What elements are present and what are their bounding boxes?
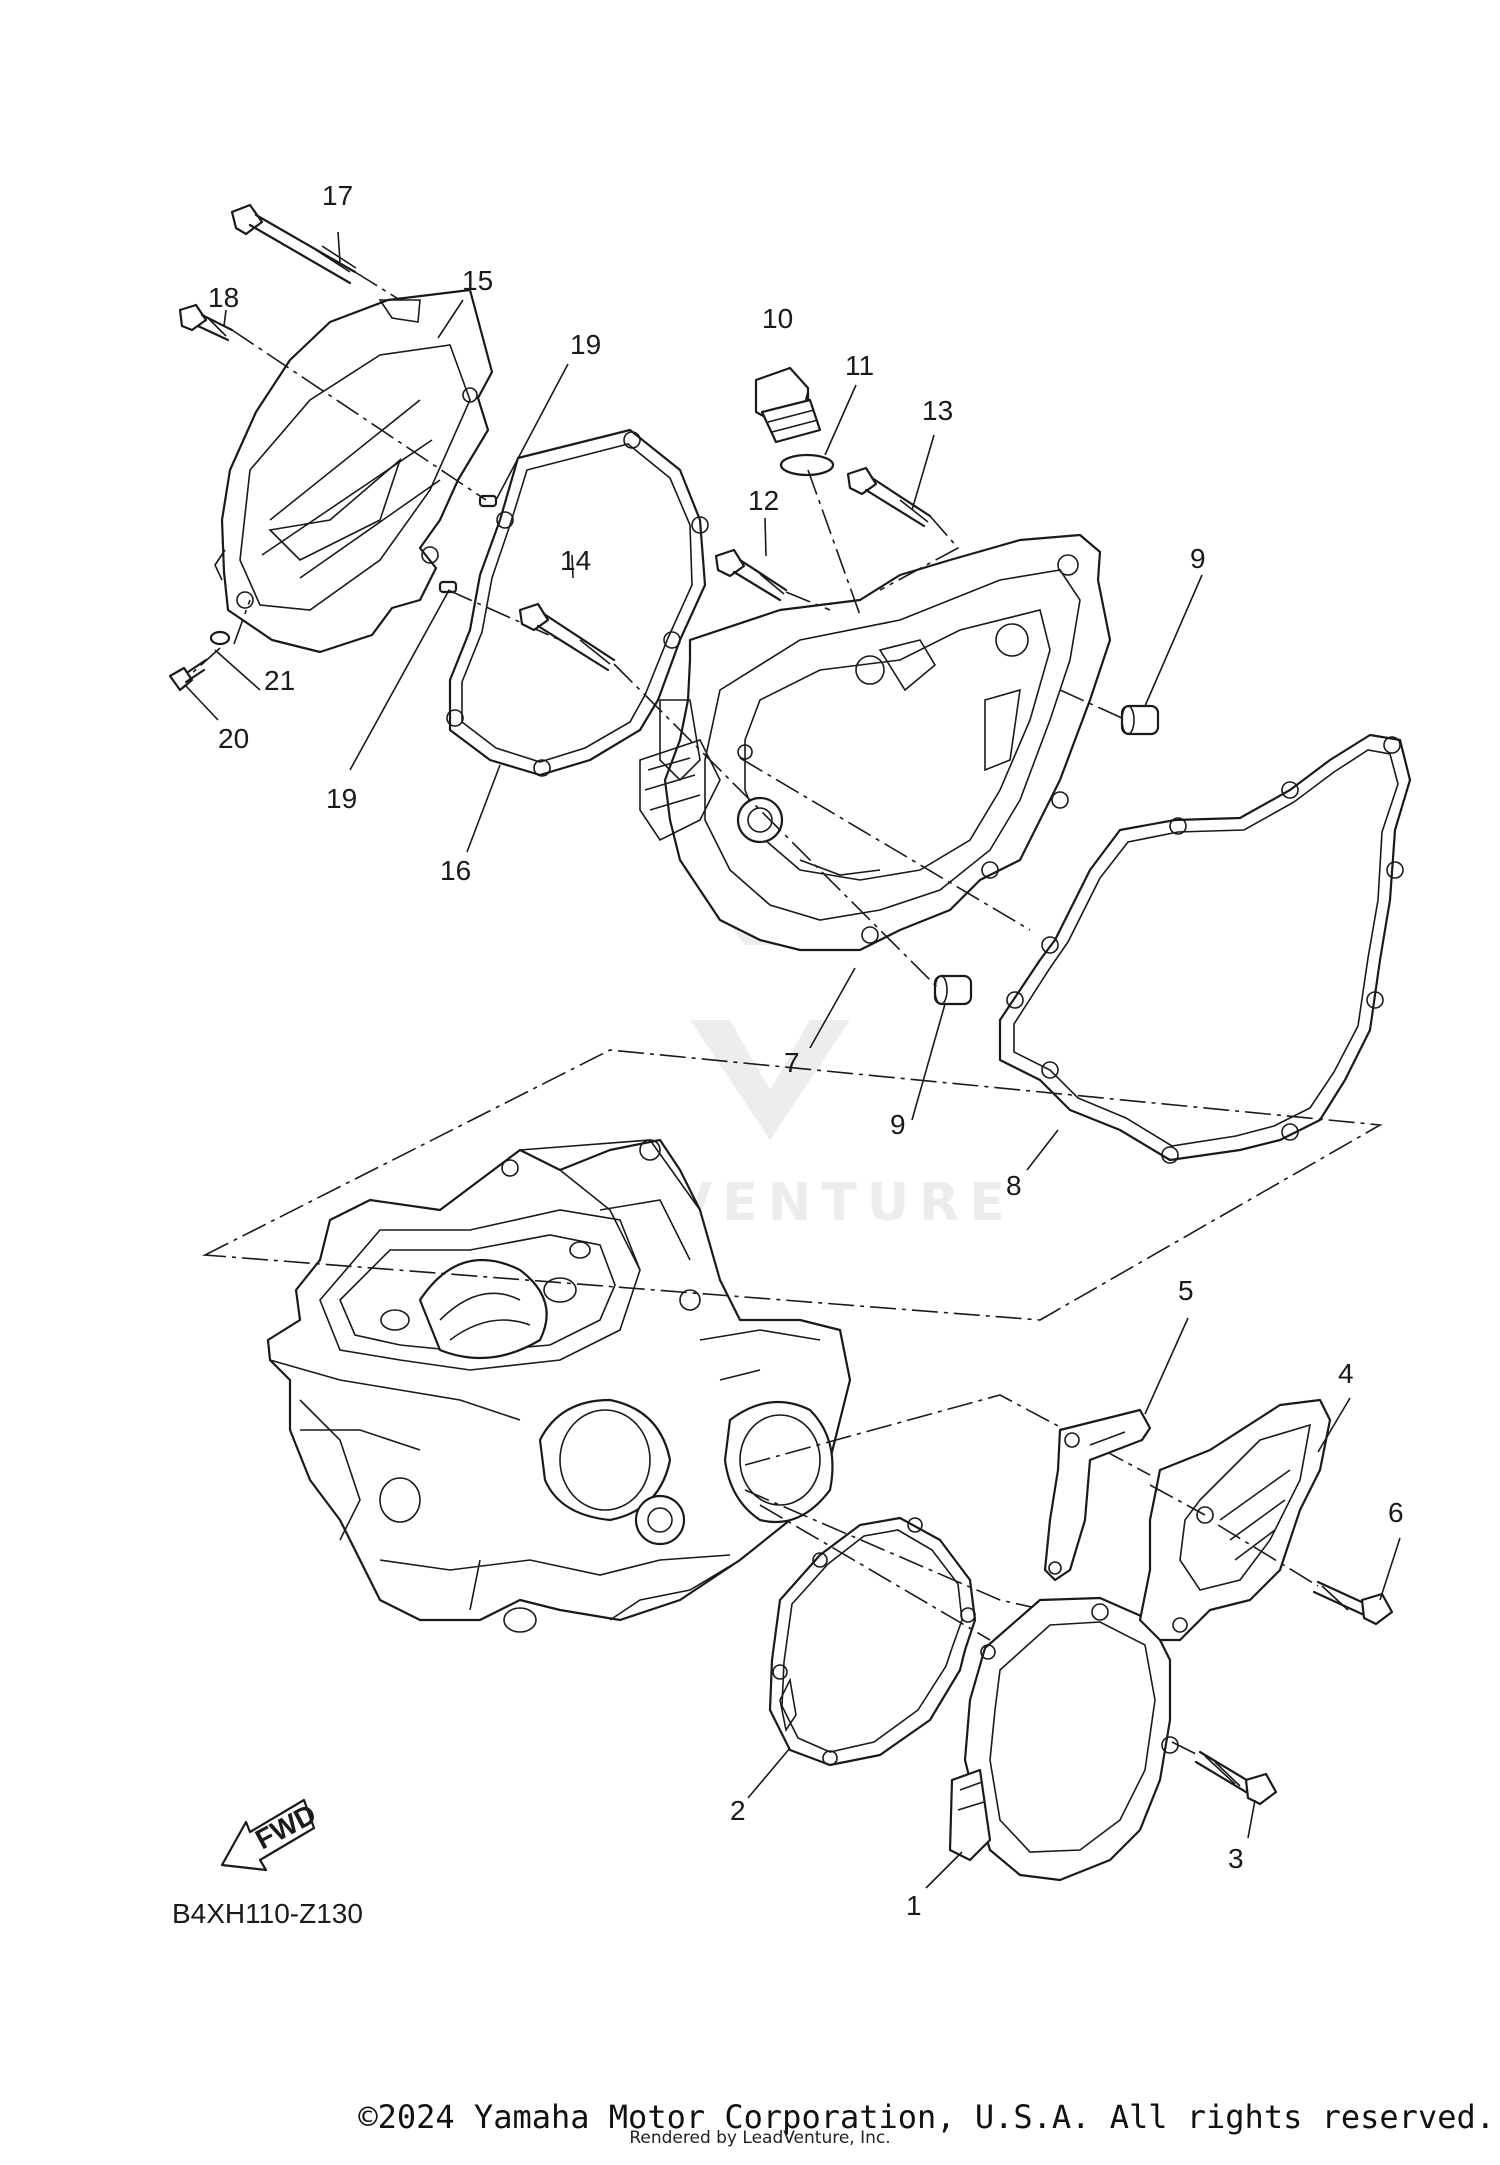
assembly-lines-right [613, 469, 1123, 991]
callout-18: 18 [208, 282, 239, 313]
callout-11: 11 [845, 350, 874, 381]
part-19-dowel-pins[interactable] [438, 494, 498, 594]
callout-9-top: 9 [1190, 543, 1206, 574]
callout-16: 16 [440, 855, 471, 886]
part-1-crankcase-cover[interactable] [948, 1596, 1179, 1882]
fwd-label: FWD [250, 1798, 321, 1855]
callout-9-bottom: 9 [890, 1109, 906, 1140]
part-3-bolt[interactable] [1171, 1741, 1278, 1806]
part-13-bolt[interactable] [846, 466, 932, 528]
part-21-washer[interactable] [209, 630, 231, 646]
callout-10: 10 [762, 303, 793, 334]
diagram-code: B4XH110-Z130 [172, 1898, 363, 1929]
callout-5: 5 [1178, 1275, 1194, 1306]
callout-21: 21 [264, 665, 295, 696]
callout-labels: 17 15 18 10 19 11 13 12 9 14 21 20 19 16… [172, 180, 1404, 1929]
part-4-cover[interactable] [1138, 1398, 1332, 1642]
callout-13: 13 [922, 395, 953, 426]
part-2-gasket[interactable] [768, 1516, 977, 1767]
part-5-bracket[interactable] [1043, 1408, 1152, 1582]
callout-14: 14 [560, 545, 591, 576]
callout-15: 15 [462, 265, 493, 296]
callout-7: 7 [784, 1047, 800, 1078]
callout-2: 2 [730, 1795, 746, 1826]
leader-lines [184, 231, 1401, 1889]
part-8-cover-gasket-right[interactable] [998, 733, 1412, 1164]
fwd-arrow-icon: FWD [220, 1798, 321, 1872]
part-15-crankcase-cover[interactable] [214, 288, 494, 654]
part-9-dowel-lower[interactable] [933, 974, 973, 1006]
part-16-cover-gasket[interactable] [446, 428, 709, 777]
assembly-lines-left [189, 271, 561, 676]
callout-17: 17 [322, 180, 353, 211]
part-7-crankcase-cover-right[interactable] [639, 533, 1112, 952]
callout-6: 6 [1388, 1497, 1404, 1528]
part-11-o-ring[interactable] [779, 453, 835, 477]
part-9-dowel-upper[interactable] [1120, 704, 1160, 736]
callout-1: 1 [906, 1890, 922, 1921]
callout-20: 20 [218, 723, 249, 754]
part-18-bolt[interactable] [178, 303, 234, 342]
callout-19-top: 19 [570, 329, 601, 360]
part-17-bolt[interactable] [230, 203, 357, 285]
rendered-by-notice: Rendered by LeadVenture, Inc. [629, 2128, 891, 2148]
copyright-notice: ©2024 Yamaha Motor Corporation, U.S.A. A… [358, 2098, 1495, 2136]
part-10-oil-filler-plug[interactable] [754, 366, 822, 444]
callout-3: 3 [1228, 1843, 1244, 1874]
callout-4: 4 [1338, 1358, 1354, 1389]
part-20-screw[interactable] [168, 658, 208, 692]
callout-19-bottom: 19 [326, 783, 357, 814]
callout-8: 8 [1006, 1170, 1022, 1201]
crankcase-assembly [266, 1138, 852, 1633]
part-6-bolt[interactable] [1217, 1524, 1394, 1626]
part-14-bolt[interactable] [518, 602, 616, 672]
part-12-bolt[interactable] [714, 548, 788, 602]
callout-12: 12 [748, 485, 779, 516]
